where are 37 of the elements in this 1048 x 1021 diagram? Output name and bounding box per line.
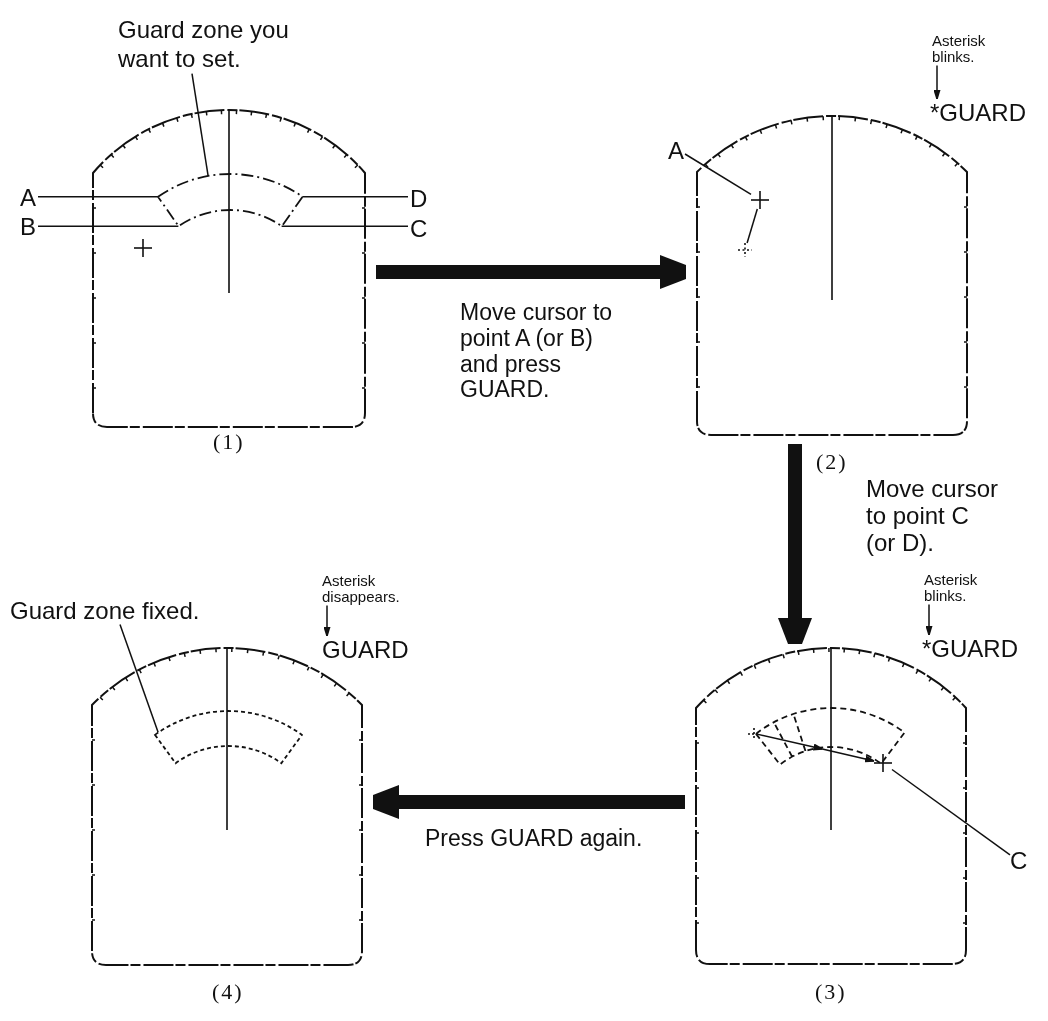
leader-line xyxy=(684,153,752,196)
cursor-icon xyxy=(751,191,769,209)
status-text: GUARD xyxy=(322,637,409,664)
point-label: A xyxy=(20,185,36,212)
note-text: Asterisk disappears. xyxy=(322,573,401,605)
point-label: A xyxy=(668,138,684,165)
figure-caption: (2) xyxy=(816,450,848,475)
leader-line xyxy=(191,72,209,177)
leader-line xyxy=(119,623,159,734)
guard-zone xyxy=(152,709,304,766)
cursor-icon xyxy=(874,754,892,772)
radar-screen xyxy=(90,107,368,430)
callout-text: Guard zone fixed. xyxy=(10,598,200,625)
status-text: *GUARD xyxy=(922,636,1018,663)
instruction-text: Press GUARD again. xyxy=(425,826,643,852)
leader-line xyxy=(37,225,180,228)
status-text: *GUARD xyxy=(930,100,1026,127)
figure-caption: (3) xyxy=(815,980,847,1005)
figure-caption: (1) xyxy=(213,430,245,455)
note-text: Asterisk blinks. xyxy=(932,33,987,65)
guard-zone xyxy=(155,172,305,229)
point-label: D xyxy=(410,186,428,213)
cursor-icon xyxy=(738,243,752,257)
leader-line xyxy=(891,768,1011,856)
point-label: C xyxy=(410,216,428,243)
leader-line xyxy=(37,196,159,198)
figure-caption: (4) xyxy=(212,980,244,1005)
point-label: B xyxy=(20,214,36,241)
point-label: C xyxy=(1010,848,1028,875)
cursor-trail-line xyxy=(746,208,759,244)
leader-line xyxy=(301,196,409,198)
guard-zone xyxy=(753,706,907,767)
note-text: Asterisk blinks. xyxy=(924,572,979,604)
leader-line xyxy=(280,225,409,228)
callout-text: Guard zone you want to set. xyxy=(118,16,290,74)
instruction-text: Move cursor to point A (or B) and press GUARD. xyxy=(460,300,614,403)
instruction-text: Move cursor to point C (or D). xyxy=(866,476,1000,557)
